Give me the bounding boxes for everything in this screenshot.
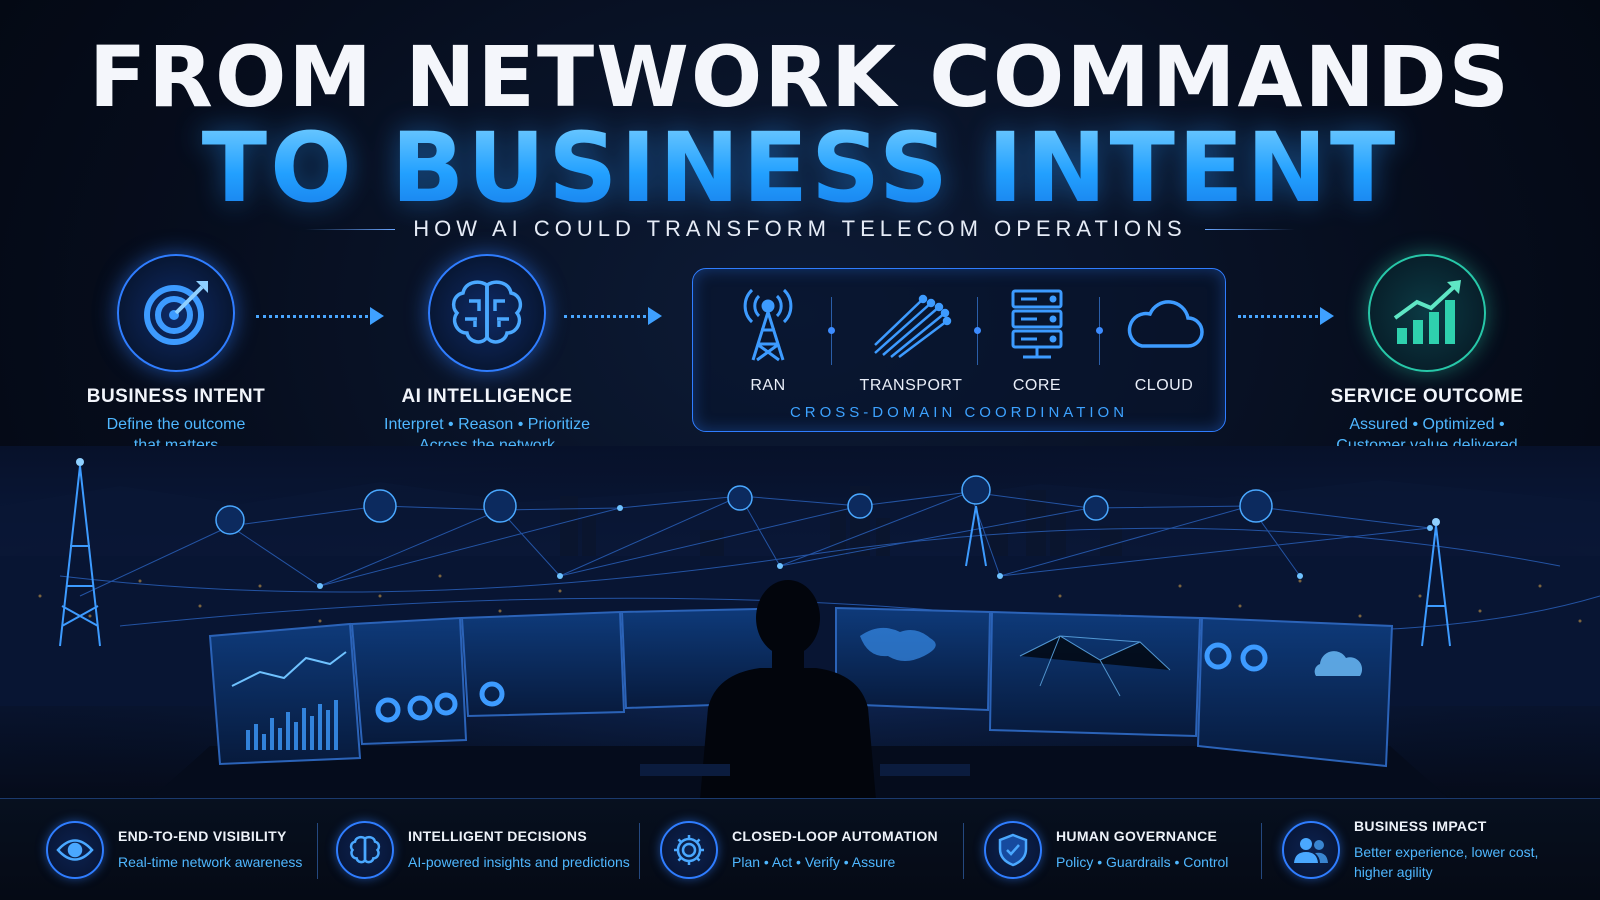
feature-governance-desc: Policy • Guardrails • Control — [1056, 853, 1229, 870]
subtitle: HOW AI COULD TRANSFORM TELECOM OPERATION… — [413, 216, 1187, 241]
growth-chart-icon — [1368, 254, 1486, 372]
feature-governance-title: HUMAN GOVERNANCE — [1056, 827, 1218, 844]
domain-core: CORE — [987, 281, 1087, 395]
flow-service-outcome: SERVICE OUTCOME Assured • Optimized • Cu… — [1296, 254, 1558, 456]
service-outcome-desc-line1: Assured • Optimized • — [1349, 416, 1505, 433]
flow-ai-intelligence: AI INTELLIGENCE Interpret • Reason • Pri… — [352, 254, 622, 456]
shield-icon — [984, 820, 1042, 879]
domain-core-label: CORE — [1012, 377, 1062, 394]
cell-tower-icon — [709, 281, 827, 367]
domain-ran: RAN — [709, 281, 827, 395]
feature-automation-title: CLOSED-LOOP AUTOMATION — [732, 827, 938, 844]
domain-transport: TRANSPORT — [843, 281, 979, 395]
cross-domain-caption: CROSS-DOMAIN COORDINATION — [789, 404, 1129, 421]
feature-decisions-desc: AI-powered insights and predictions — [408, 853, 630, 870]
target-icon — [117, 254, 235, 372]
flow-arrow-3 — [1238, 306, 1334, 326]
flow-arrow-1 — [256, 306, 384, 326]
control-room-scene — [0, 446, 1600, 800]
feature-governance: HUMAN GOVERNANCE Policy • Guardrails • C… — [964, 799, 1262, 900]
feature-decisions: INTELLIGENT DECISIONS AI-powered insight… — [318, 799, 640, 900]
brain-icon — [336, 820, 394, 879]
subtitle-divider-right — [1204, 228, 1295, 230]
subtitle-divider-left — [305, 228, 396, 230]
feature-bar: END-TO-END VISIBILITY Real-time network … — [0, 798, 1600, 900]
brain-icon — [428, 254, 546, 372]
business-intent-title: BUSINESS INTENT — [86, 386, 266, 407]
ai-intelligence-title: AI INTELLIGENCE — [401, 386, 573, 407]
flow-business-intent: BUSINESS INTENT Define the outcome that … — [66, 254, 286, 456]
cloud-icon — [1105, 281, 1223, 367]
feature-automation-desc: Plan • Act • Verify • Assure — [732, 853, 896, 870]
feature-visibility-title: END-TO-END VISIBILITY — [118, 827, 287, 844]
title-line-1: FROM NETWORK COMMANDS — [88, 28, 1512, 126]
feature-visibility: END-TO-END VISIBILITY Real-time network … — [0, 799, 318, 900]
gear-icon — [660, 820, 718, 879]
feature-impact: BUSINESS IMPACT Better experience, lower… — [1262, 799, 1600, 900]
domain-separator — [974, 297, 981, 365]
cross-domain-box: RAN TRANSPORT — [692, 268, 1226, 432]
domain-transport-label: TRANSPORT — [859, 377, 963, 394]
feature-automation: CLOSED-LOOP AUTOMATION Plan • Act • Veri… — [640, 799, 964, 900]
title-line-2: TO BUSINESS INTENT — [0, 112, 1600, 224]
server-icon — [987, 281, 1087, 367]
domain-ran-label: RAN — [750, 377, 786, 394]
ai-intelligence-desc-line1: Interpret • Reason • Prioritize — [384, 416, 590, 433]
domain-separator — [1096, 297, 1103, 365]
feature-visibility-desc: Real-time network awareness — [118, 853, 303, 870]
users-icon — [1282, 820, 1340, 879]
service-outcome-title: SERVICE OUTCOME — [1330, 386, 1524, 407]
business-intent-desc-line1: Define the outcome — [106, 416, 246, 433]
feature-impact-title: BUSINESS IMPACT — [1354, 817, 1487, 834]
feature-impact-desc: Better experience, lower cost, higher ag… — [1354, 843, 1539, 880]
subtitle-row: HOW AI COULD TRANSFORM TELECOM OPERATION… — [0, 216, 1600, 242]
flow-arrow-2 — [564, 306, 662, 326]
eye-icon — [46, 820, 104, 879]
feature-decisions-title: INTELLIGENT DECISIONS — [408, 827, 587, 844]
domain-cloud-label: CLOUD — [1134, 377, 1194, 394]
domain-separator — [828, 297, 835, 365]
fiber-lines-icon — [843, 281, 979, 367]
city-network-illustration — [0, 446, 1600, 800]
domain-cloud: CLOUD — [1105, 281, 1223, 395]
